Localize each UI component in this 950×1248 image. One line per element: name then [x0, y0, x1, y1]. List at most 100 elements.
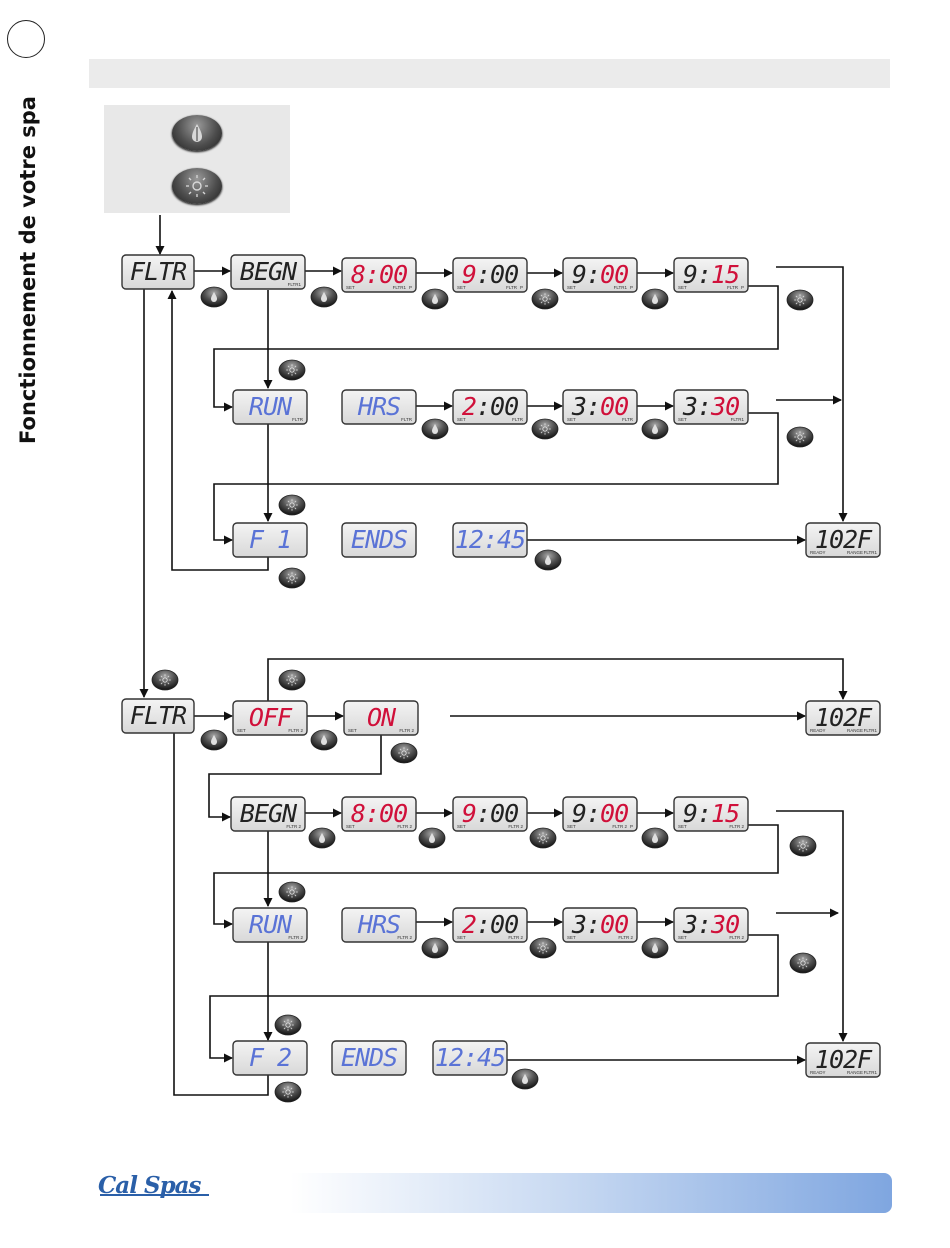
light-button-b7[interactable]	[278, 359, 306, 381]
lcd-indicator-label: FLTR 2	[397, 824, 412, 829]
light-button[interactable]	[172, 168, 222, 204]
sun-icon	[797, 957, 809, 969]
light-button-b13[interactable]	[278, 567, 306, 589]
lcd-readout: ENDS	[341, 1043, 397, 1072]
control-panel	[104, 105, 290, 213]
temp-button-b3[interactable]	[421, 288, 449, 310]
light-button-b24[interactable]	[789, 835, 817, 857]
connector-arrow	[213, 412, 779, 545]
lcd-readout: 3:00	[571, 910, 628, 939]
lcd-indicator-label: FLTR 2	[508, 824, 523, 829]
lcd-indicator-label: FLTR 2	[286, 824, 301, 829]
temp-button-b28[interactable]	[641, 937, 669, 959]
temp-button-b23[interactable]	[641, 827, 669, 849]
lcd-readout: FLTR	[130, 701, 187, 730]
lcd-readout: 12:45	[435, 1043, 505, 1072]
lcd-indicator-label: P	[520, 285, 523, 290]
lcd-indicator-label: READY	[810, 550, 826, 555]
droplet-icon	[652, 943, 658, 953]
light-button-b11[interactable]	[786, 426, 814, 448]
temp-button-b10[interactable]	[641, 418, 669, 440]
lcd-indicator-label: FLTR 2	[508, 935, 523, 940]
light-button-b15[interactable]	[151, 669, 179, 691]
lcd-frame	[452, 796, 528, 832]
lcd-readout: OFF	[249, 703, 293, 732]
temp-button-b32[interactable]	[511, 1068, 539, 1090]
light-button-b19[interactable]	[390, 742, 418, 764]
light-button-b27[interactable]	[529, 937, 557, 959]
lcd-indicator-label: FLTR1	[731, 417, 745, 422]
connector-arrow	[208, 735, 382, 822]
temp-button-b1[interactable]	[200, 286, 228, 308]
lcd-readout: ON	[367, 703, 397, 732]
lcd-indicator-label: SET	[567, 824, 576, 829]
temp-button-b18[interactable]	[310, 729, 338, 751]
lcd-indicator-label: FLTR1	[864, 1070, 878, 1075]
sun-icon	[537, 832, 549, 844]
sun-icon	[286, 886, 298, 898]
lcd-indicator-label: SET	[348, 728, 357, 733]
lcd-indicator-label: FLTR1	[288, 282, 302, 287]
droplet-icon	[211, 292, 217, 302]
droplet-icon	[432, 424, 438, 434]
droplet-icon	[522, 1074, 528, 1084]
temp-button-b17[interactable]	[200, 729, 228, 751]
temp-button[interactable]	[172, 115, 222, 151]
lcd-frame	[232, 700, 308, 736]
light-button-b16[interactable]	[278, 669, 306, 691]
lcd-indicator-label: P	[409, 285, 412, 290]
temp-button-b20[interactable]	[308, 827, 336, 849]
light-button-b31[interactable]	[274, 1081, 302, 1103]
connector-arrow	[776, 810, 848, 1042]
lcd-display-fltr-2: FLTR	[121, 698, 195, 734]
lcd-indicator-label: FLTR 2	[729, 824, 744, 829]
temp-button-b14[interactable]	[534, 549, 562, 571]
lcd-indicator-label: SET	[678, 824, 687, 829]
droplet-icon	[652, 294, 658, 304]
light-button-b4[interactable]	[531, 288, 559, 310]
temp-button-b2[interactable]	[310, 286, 338, 308]
lcd-indicator-label: FLTR	[401, 417, 413, 422]
lcd-readout: FLTR	[130, 257, 187, 286]
lcd-frame	[341, 257, 417, 293]
lcd-indicator-label: SET	[457, 935, 466, 940]
lcd-frame	[121, 254, 195, 290]
lcd-frame	[232, 1040, 308, 1076]
page-marker-circle	[7, 20, 45, 58]
lcd-frame	[232, 522, 308, 558]
light-button-b29[interactable]	[789, 952, 817, 974]
lcd-frame	[452, 389, 528, 425]
droplet-icon	[192, 124, 202, 142]
lcd-indicator-label: FLTR1	[614, 285, 628, 290]
light-button-b12[interactable]	[278, 494, 306, 516]
lcd-display-time-2: 12:45	[432, 1040, 508, 1076]
lcd-indicator-label: SET	[346, 824, 355, 829]
temp-button-b8[interactable]	[421, 418, 449, 440]
connector-arrow	[776, 266, 848, 522]
lcd-indicator-label: FLTR	[727, 285, 739, 290]
lcd-readout: 2:00	[462, 392, 518, 421]
light-button-b6[interactable]	[786, 289, 814, 311]
lcd-display-fltr-1: FLTR	[121, 254, 195, 290]
temp-button-b21[interactable]	[418, 827, 446, 849]
light-button-b25[interactable]	[278, 881, 306, 903]
temp-button-b26[interactable]	[421, 937, 449, 959]
light-button-b9[interactable]	[531, 418, 559, 440]
lcd-readout: ENDS	[351, 525, 407, 554]
light-button-b22[interactable]	[529, 827, 557, 849]
droplet-icon	[211, 735, 217, 745]
lcd-readout: BEGN	[240, 799, 298, 828]
light-button-b30[interactable]	[274, 1014, 302, 1036]
lcd-display-f1: F 1	[232, 522, 308, 558]
lcd-indicator-label: RANGE	[847, 1070, 863, 1075]
temp-button-b5[interactable]	[641, 288, 669, 310]
lcd-frame	[673, 257, 749, 293]
